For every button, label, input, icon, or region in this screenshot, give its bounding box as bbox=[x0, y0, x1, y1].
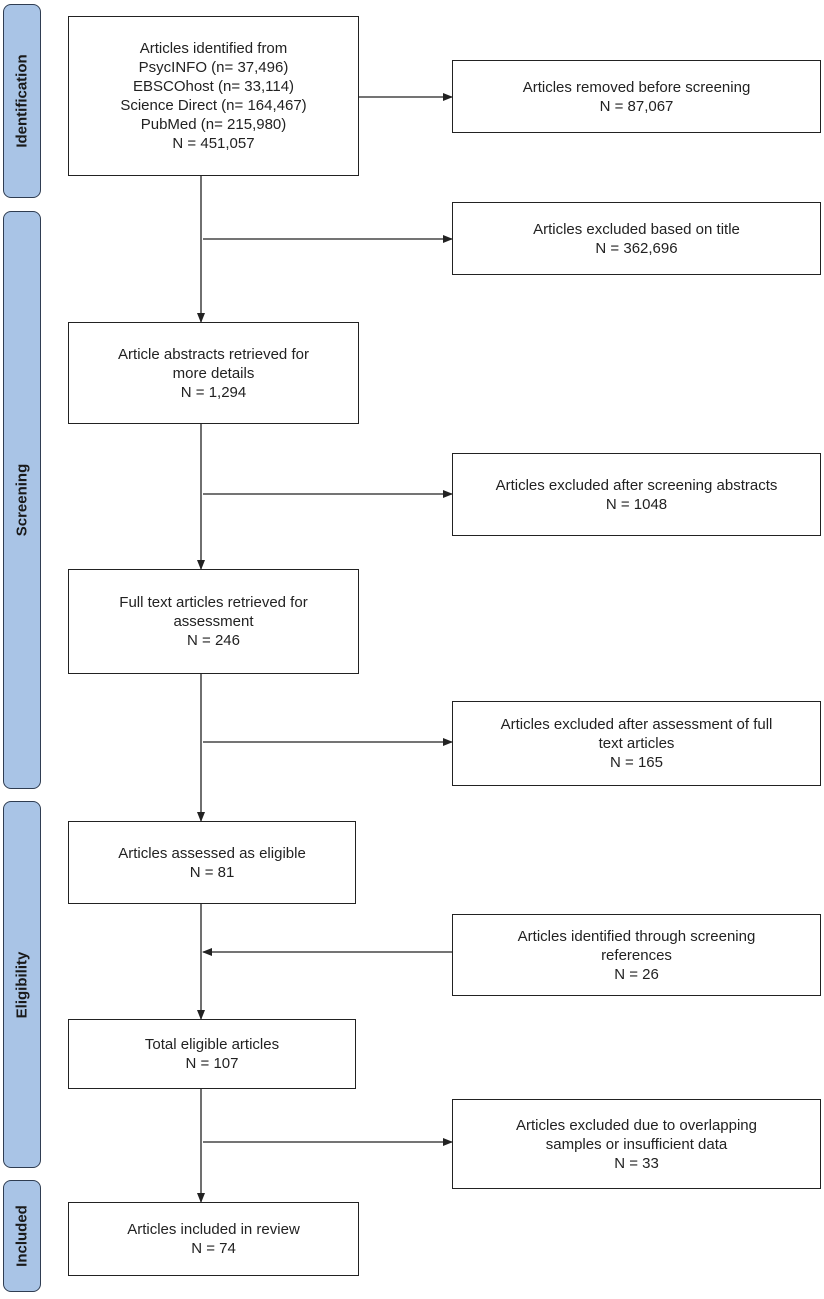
box-line: assessment bbox=[173, 613, 254, 630]
box-assessed-eligible: Articles assessed as eligible N = 81 bbox=[68, 821, 356, 904]
box-line: N = 1048 bbox=[605, 495, 668, 513]
phase-included: Included bbox=[3, 1180, 41, 1292]
box-excluded-abstracts: Articles excluded after screening abstra… bbox=[452, 453, 821, 536]
box-line: Full text articles retrieved for bbox=[119, 594, 308, 611]
box-line: Science Direct (n= 164,467) bbox=[120, 97, 307, 114]
box-line: N = 1,294 bbox=[180, 383, 247, 401]
box-full-text-retrieved: Full text articles retrieved for assessm… bbox=[68, 569, 359, 674]
box-line: N = 87,067 bbox=[599, 97, 674, 115]
box-line: samples or insufficient data bbox=[545, 1135, 728, 1153]
phase-screening: Screening bbox=[3, 211, 41, 789]
box-line: Total eligible articles bbox=[144, 1036, 280, 1053]
box-line: N = 107 bbox=[185, 1055, 239, 1072]
box-line: Articles assessed as eligible bbox=[118, 844, 306, 862]
box-line: N = 165 bbox=[610, 754, 663, 771]
box-line: N = 33 bbox=[614, 1154, 659, 1172]
phase-identification: Identification bbox=[3, 4, 41, 198]
box-excluded-title: Articles excluded based on title N = 362… bbox=[452, 202, 821, 275]
box-line: Articles excluded after assessment of fu… bbox=[500, 716, 773, 733]
box-line: references bbox=[601, 946, 672, 964]
box-line: N = 246 bbox=[187, 632, 240, 649]
box-line: N = 74 bbox=[191, 1240, 236, 1257]
box-line: Articles removed before screening bbox=[522, 78, 751, 96]
box-total-eligible: Total eligible articles N = 107 bbox=[68, 1019, 356, 1089]
box-line: more details bbox=[172, 364, 255, 382]
box-articles-identified: Articles identified from PsycINFO (n= 37… bbox=[68, 16, 359, 176]
box-line: Articles identified through screening bbox=[517, 927, 756, 945]
box-line: PsycINFO (n= 37,496) bbox=[138, 59, 289, 76]
box-abstracts-retrieved: Article abstracts retrieved for more det… bbox=[68, 322, 359, 424]
box-line: Articles identified from bbox=[139, 40, 288, 57]
box-line: Articles excluded after screening abstra… bbox=[495, 476, 778, 494]
box-included-review: Articles included in review N = 74 bbox=[68, 1202, 359, 1276]
box-removed-before-screening: Articles removed before screening N = 87… bbox=[452, 60, 821, 133]
box-identified-references: Articles identified through screening re… bbox=[452, 914, 821, 996]
box-line: PubMed (n= 215,980) bbox=[140, 116, 287, 133]
phase-eligibility: Eligibility bbox=[3, 801, 41, 1168]
box-line: Articles excluded based on title bbox=[533, 220, 740, 238]
box-excluded-full-text: Articles excluded after assessment of fu… bbox=[452, 701, 821, 786]
box-line: N = 81 bbox=[189, 863, 235, 881]
box-line: N = 451,057 bbox=[172, 135, 255, 152]
box-line: Articles included in review bbox=[127, 1221, 300, 1238]
box-excluded-overlap: Articles excluded due to overlapping sam… bbox=[452, 1099, 821, 1189]
box-line: N = 362,696 bbox=[595, 239, 678, 257]
box-line: N = 26 bbox=[614, 965, 659, 983]
box-line: text articles bbox=[598, 735, 675, 752]
box-line: Article abstracts retrieved for bbox=[118, 345, 309, 363]
box-line: Articles excluded due to overlapping bbox=[516, 1116, 757, 1134]
box-line: EBSCOhost (n= 33,114) bbox=[132, 78, 295, 95]
